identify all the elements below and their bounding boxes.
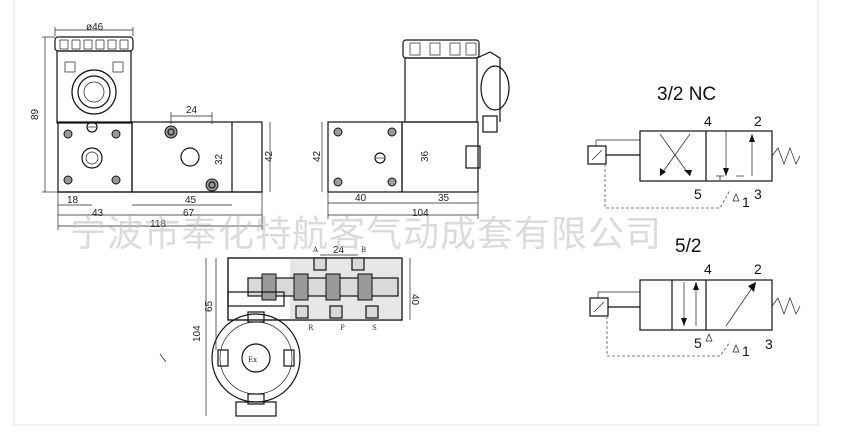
- port-5: 5: [694, 186, 702, 202]
- side-view: 42 36 40 35 104: [312, 39, 510, 219]
- port-3: 3: [754, 186, 762, 202]
- port-3: 3: [765, 336, 773, 352]
- port-2: 2: [754, 113, 762, 129]
- front-view: ø46 89 24 32 42 45 18 43 67 118: [30, 22, 275, 230]
- dim-h65: 65: [204, 300, 215, 312]
- dim-w104: 104: [412, 208, 429, 219]
- dim-w35: 35: [438, 193, 450, 204]
- dim-h42: 42: [312, 150, 323, 162]
- port-4: 4: [704, 261, 712, 277]
- symbol-title: 3/2 NC: [657, 84, 716, 105]
- dim-w118: 118: [150, 219, 166, 230]
- dim-w40: 40: [355, 193, 367, 204]
- dim-w24: 24: [186, 105, 198, 116]
- port-hole: [180, 147, 200, 167]
- dim-h104: 104: [192, 325, 203, 342]
- cable-gland-inner: [77, 75, 111, 109]
- port-2: 2: [754, 261, 762, 277]
- coil-housing: [404, 57, 478, 123]
- dim-w24: 24: [333, 245, 345, 256]
- screw-icon: [374, 152, 386, 164]
- bolt-icon: [63, 175, 73, 185]
- cable-gland-outer: [71, 69, 117, 115]
- bolt-icon: [111, 129, 121, 139]
- symbol-title: 5/2: [675, 236, 701, 257]
- spring-icon: [771, 297, 801, 315]
- port-label-p: P: [340, 324, 345, 332]
- dim-w43: 43: [92, 208, 104, 219]
- symbol-5-2: 5/2 4 2 5 1 3: [589, 236, 801, 359]
- dim-h36: 36: [420, 150, 431, 162]
- port-1: 1: [742, 194, 750, 210]
- dim-w32: 32: [214, 153, 225, 165]
- dim-h40: 40: [409, 294, 420, 306]
- dim-w45: 45: [185, 195, 197, 206]
- coil-block: [401, 121, 479, 193]
- port-label-b: B: [361, 246, 366, 254]
- port-label-s: S: [372, 324, 377, 332]
- ex-mark-circle: [241, 343, 271, 373]
- port-5: 5: [694, 335, 702, 351]
- dim-h89: 89: [30, 108, 41, 120]
- dim-h42: 42: [264, 150, 275, 162]
- watermark: 宁波市奉化特航客气动成套有限公司: [70, 214, 662, 255]
- port-1: 1: [742, 343, 750, 359]
- bolt-icon: [111, 175, 121, 185]
- spring-icon: [771, 147, 801, 165]
- port-4: 4: [704, 113, 712, 129]
- bolt-icon: [63, 129, 73, 139]
- port-label-r: R: [308, 324, 314, 332]
- valve-block: [327, 121, 403, 193]
- dim-w67: 67: [183, 208, 195, 219]
- port-label-a: A: [312, 246, 319, 254]
- bottom-view: A B R P S 24 Ex 65 104 40: [159, 245, 420, 417]
- symbol-3-2-nc: 3/2 NC 4 2 5 1 3: [587, 84, 801, 210]
- dim-d46: ø46: [86, 22, 104, 33]
- valve-body: [131, 121, 263, 193]
- dim-w18: 18: [67, 195, 79, 206]
- ex-mark: Ex: [248, 356, 257, 364]
- cable-gland: [480, 65, 510, 111]
